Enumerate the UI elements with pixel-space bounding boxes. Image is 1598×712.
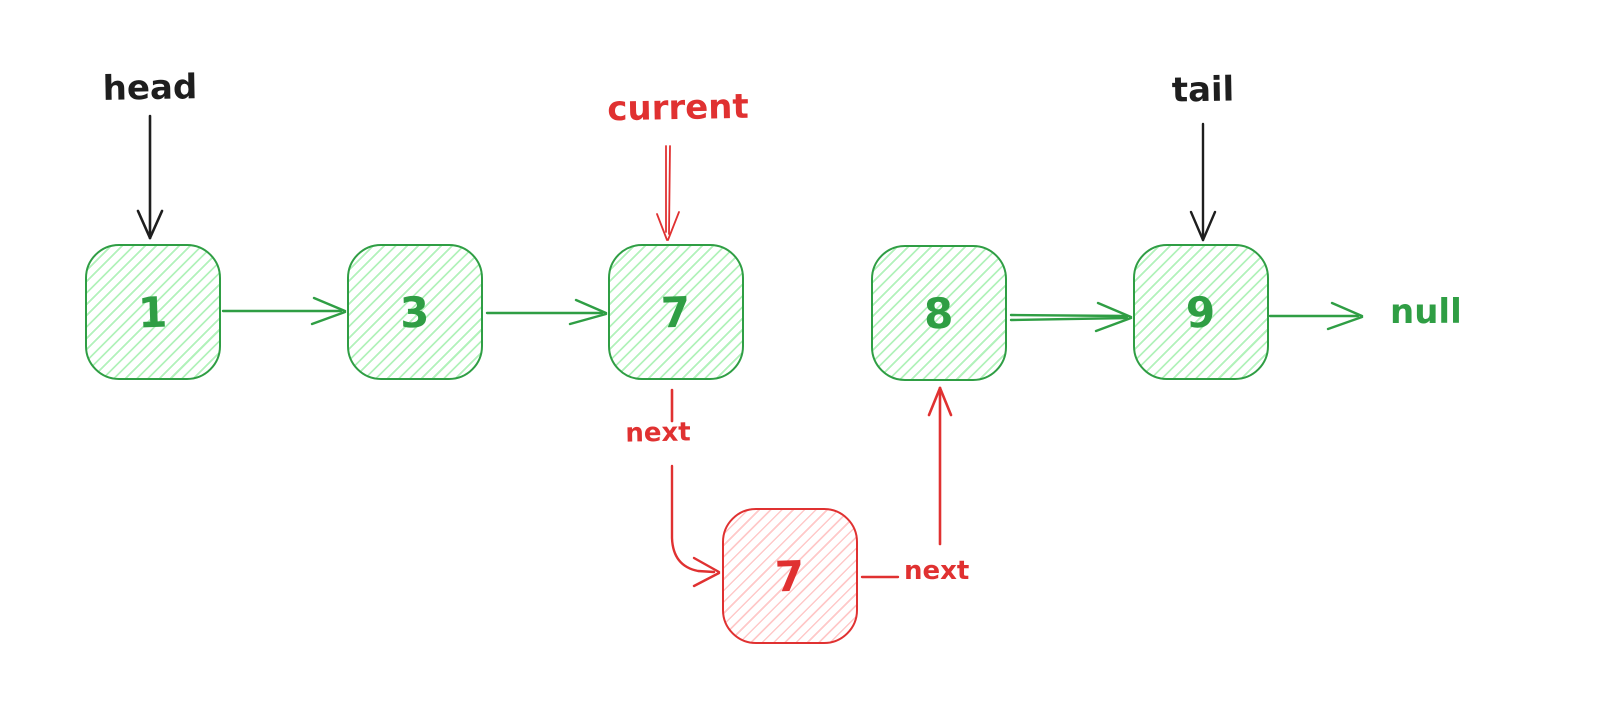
list-node-7: 7: [608, 244, 744, 380]
next-up-arrow: [927, 386, 953, 546]
next-curved-arrow: [670, 464, 721, 588]
head-arrow: [136, 114, 164, 240]
arrow-8-to-9: [1009, 301, 1133, 333]
node-value: 8: [923, 287, 955, 339]
node-value: 7: [660, 286, 692, 338]
new-node-next-label: next: [904, 556, 970, 586]
arrow-3-to-7: [485, 298, 608, 326]
node-value: 1: [137, 286, 169, 338]
current-arrow: [656, 145, 680, 241]
node-value: 3: [399, 286, 431, 338]
null-terminator-label: null: [1390, 292, 1462, 332]
arrow-9-to-null: [1268, 301, 1364, 331]
current-next-label: next: [625, 417, 691, 449]
list-node-8: 8: [871, 245, 1007, 381]
list-node-9: 9: [1133, 244, 1269, 380]
node-value: 7: [774, 550, 806, 602]
tail-pointer-label: tail: [1171, 69, 1235, 111]
tail-arrow: [1189, 122, 1217, 242]
current-pointer-label: current: [606, 86, 750, 130]
list-node-1: 1: [85, 244, 221, 380]
arrow-1-to-3: [221, 296, 347, 326]
node-value: 9: [1185, 286, 1217, 338]
list-node-3: 3: [347, 244, 483, 380]
head-pointer-label: head: [102, 67, 198, 109]
new-node-7: 7: [722, 508, 858, 644]
